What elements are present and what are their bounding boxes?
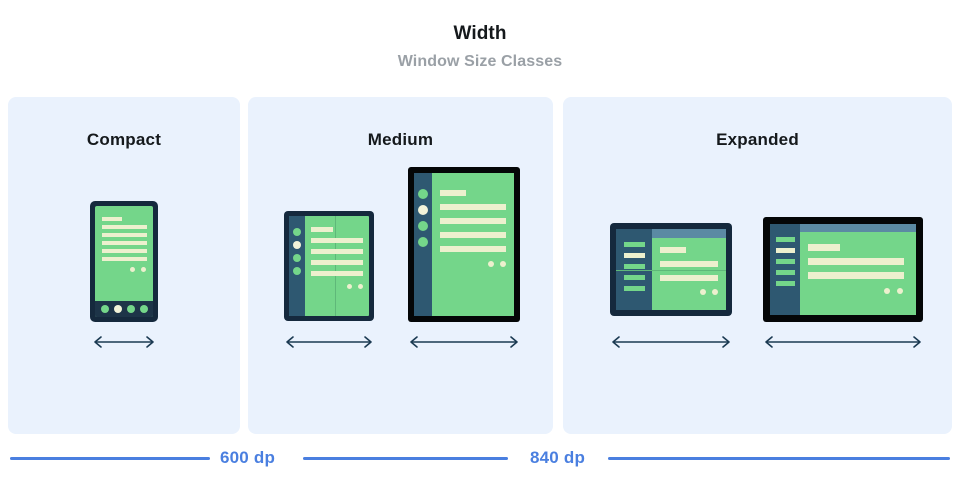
content-dot <box>347 284 352 289</box>
panel-title-medium: Medium <box>367 130 434 149</box>
fold-crease <box>616 270 726 271</box>
content-line <box>102 249 147 253</box>
rail-dot <box>293 228 301 236</box>
panel-title-compact: Compact <box>86 130 162 149</box>
rail-item <box>624 286 645 291</box>
content-line <box>102 257 147 261</box>
panel-compact: Compact <box>8 97 240 434</box>
content-dot <box>358 284 363 289</box>
content-dot <box>712 289 718 295</box>
width-arrow-expanded-tablet <box>763 334 923 350</box>
content-line <box>102 217 122 221</box>
content-dot <box>141 267 146 272</box>
content-line <box>102 241 147 245</box>
breakpoint-rule-segment <box>303 457 508 460</box>
rail-dot <box>293 254 301 262</box>
content-line <box>102 225 147 229</box>
rail-dot <box>418 189 428 199</box>
phone-bottom-nav <box>95 301 153 317</box>
rail-dot <box>418 221 428 231</box>
nav-dot <box>101 305 109 313</box>
rail-dot <box>293 267 301 275</box>
nav-rail <box>414 173 432 316</box>
content-line <box>808 244 840 251</box>
content-line <box>440 190 466 196</box>
page-title: Width <box>453 23 507 44</box>
panel-title-expanded: Expanded <box>716 130 799 149</box>
stage-expanded <box>563 154 952 434</box>
rail-item <box>776 281 795 286</box>
rail-item <box>624 242 645 247</box>
foldable-screen <box>289 216 369 316</box>
device-phone-compact <box>90 201 158 322</box>
top-app-bar <box>652 229 726 238</box>
breakpoint-label-600: 600 dp <box>220 448 276 467</box>
content-line <box>440 204 506 210</box>
width-arrow-compact <box>92 334 156 350</box>
content-dot <box>700 289 706 295</box>
content-line <box>808 258 904 265</box>
content-line <box>311 249 363 254</box>
rail-item-active <box>624 253 645 258</box>
device-tablet-expanded <box>763 217 923 322</box>
panel-medium: Medium <box>248 97 553 434</box>
rail-item-active <box>776 248 795 253</box>
tablet-landscape-screen <box>770 224 916 315</box>
content-line <box>102 233 147 237</box>
width-arrow-expanded-foldable <box>610 334 732 350</box>
breakpoint-rule-segment <box>608 457 950 460</box>
content-line <box>311 260 363 265</box>
width-arrow-medium-foldable <box>284 334 374 350</box>
content-dot <box>884 288 890 294</box>
device-tablet-medium <box>408 167 520 322</box>
panel-expanded: Expanded <box>563 97 952 434</box>
page-subtitle: Window Size Classes <box>397 53 563 70</box>
content-dot <box>488 261 494 267</box>
rail-item <box>624 264 645 269</box>
rail-item <box>776 259 795 264</box>
content-dot <box>897 288 903 294</box>
content-line <box>311 238 363 243</box>
content-dot <box>130 267 135 272</box>
rail-dot-active <box>293 241 301 249</box>
nav-dot <box>127 305 135 313</box>
content-line <box>440 218 506 224</box>
content-dot <box>500 261 506 267</box>
fold-crease <box>335 216 336 316</box>
content-line <box>660 247 686 253</box>
phone-screen <box>95 206 153 317</box>
nav-dot <box>140 305 148 313</box>
foldable-landscape-screen <box>616 229 726 310</box>
content-line <box>440 246 506 252</box>
content-line <box>660 261 718 267</box>
content-line <box>311 271 363 276</box>
breakpoint-scale: 600 dp 840 dp <box>0 434 960 494</box>
size-class-panels: Compact <box>8 97 952 434</box>
stage-compact <box>8 154 240 434</box>
diagram-header: Width Window Size Classes <box>0 22 960 73</box>
content-line <box>440 232 506 238</box>
content-line <box>808 272 904 279</box>
top-app-bar <box>800 224 916 232</box>
stage-medium <box>248 154 553 434</box>
device-foldable-expanded <box>610 223 732 316</box>
nav-rail <box>289 216 305 316</box>
breakpoint-label-840: 840 dp <box>530 448 586 467</box>
content-line <box>311 227 333 232</box>
breakpoint-rule-segment <box>10 457 210 460</box>
rail-dot-active <box>418 205 428 215</box>
width-arrow-medium-tablet <box>408 334 520 350</box>
rail-item <box>624 275 645 280</box>
tablet-screen <box>414 173 514 316</box>
rail-dot <box>418 237 428 247</box>
content-line <box>660 275 718 281</box>
nav-rail <box>616 229 652 310</box>
nav-rail <box>770 224 800 315</box>
rail-item <box>776 270 795 275</box>
nav-dot-active <box>114 305 122 313</box>
rail-item <box>776 237 795 242</box>
device-foldable-medium <box>284 211 374 321</box>
